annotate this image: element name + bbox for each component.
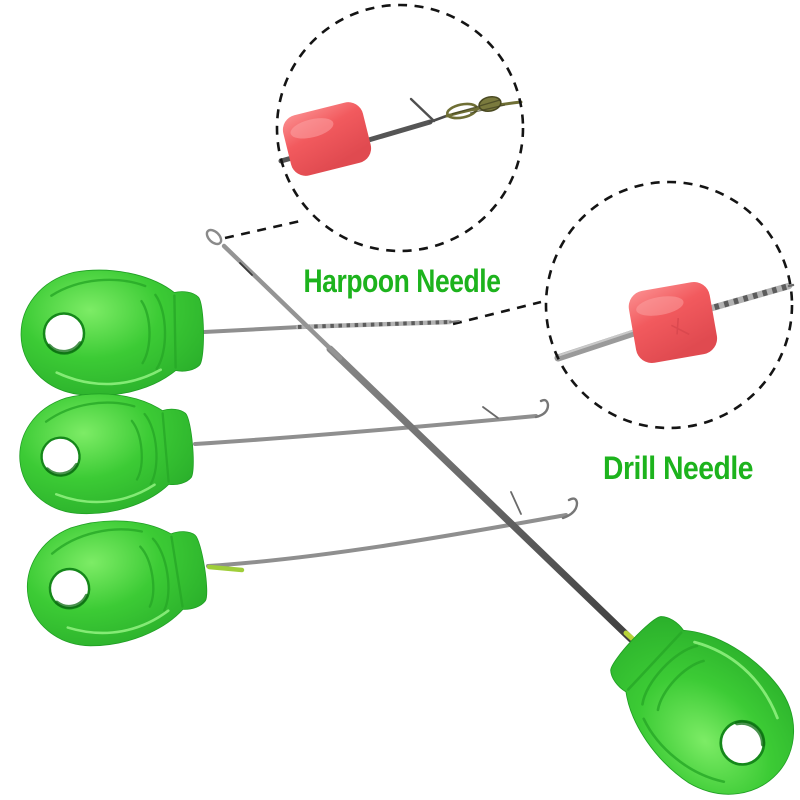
inset-needle-shaft [554,327,644,362]
harpoon-needle-label: Harpoon Needle [304,263,501,299]
drill-baiting-needle [17,266,460,399]
inset-background [277,5,523,251]
latch-baiting-needle [12,383,550,522]
hook-tip [561,497,579,520]
harpoon-needle-inset [275,3,525,253]
inset-circle-border [275,3,525,253]
drill-point [449,320,460,323]
bait-stop-bead [628,281,718,364]
needle-green-collar [206,564,245,573]
needle-shaft [326,345,635,643]
harpoon-inset-leader-line [224,218,306,240]
inset-circle-border [544,180,794,430]
drill-needle-label: Drill Needle [603,450,753,486]
drill-needle-inset [544,180,795,430]
drill-flutes [297,320,451,329]
harpoon-barb [409,97,436,123]
long-splicing-needle [205,228,800,800]
inset-needle-highlight [559,328,639,356]
latch-stringer-needle [16,491,579,658]
loop-tip [205,228,223,246]
latch-lever [510,491,522,515]
needle-shaft-taper [221,243,343,361]
tool-handle [17,266,207,399]
needle-shaft [202,325,302,334]
hair-rig-braid-knot [445,95,523,120]
bait-stop-bead [282,102,372,176]
tool-handle [16,504,217,658]
drill-inset-leader-line [452,300,542,326]
inset-drill-tip [701,282,795,314]
latch-lever [482,406,499,419]
needle-eye-slot [239,262,253,276]
hook-tip [534,398,550,419]
tool-handle [12,383,200,522]
